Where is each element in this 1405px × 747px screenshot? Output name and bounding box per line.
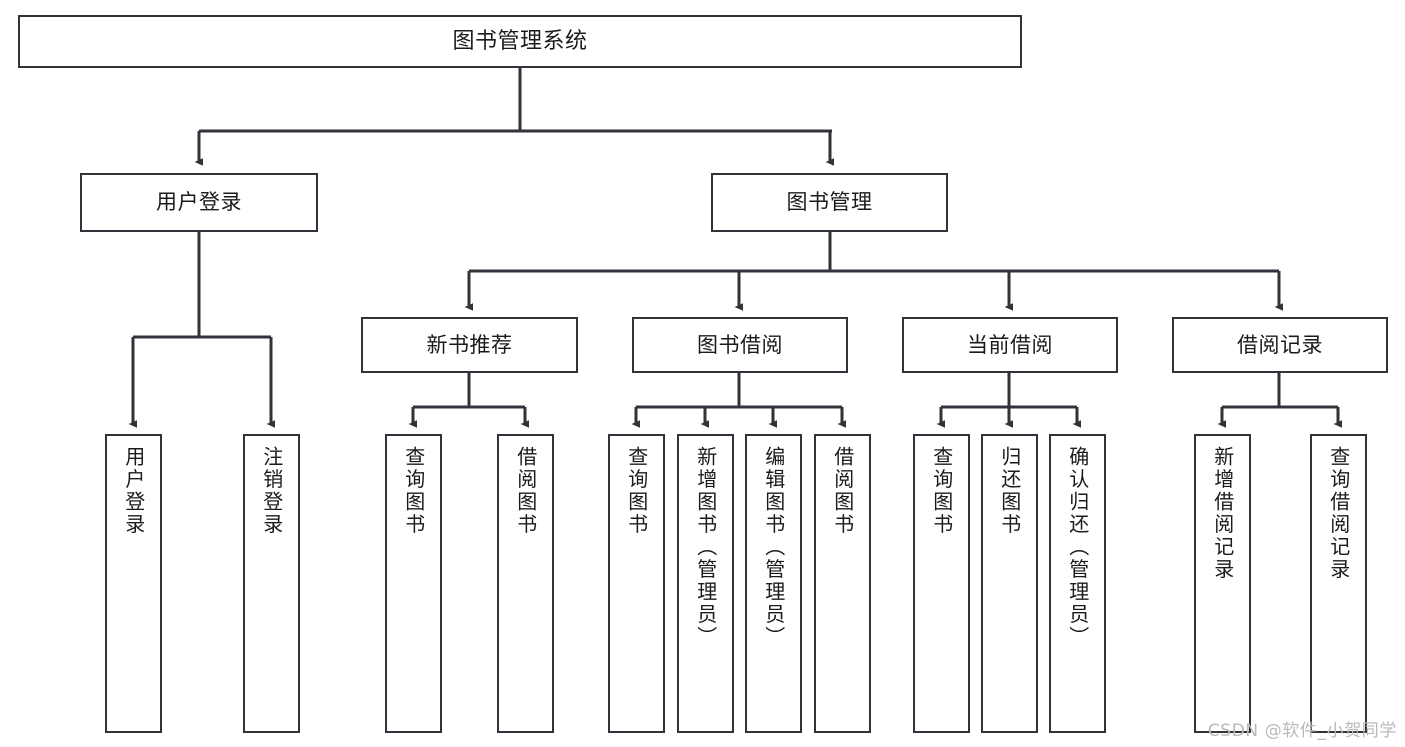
node-leaf-query-book-2[interactable]: 查询图书 <box>608 434 665 733</box>
node-current-borrow[interactable]: 当前借阅 <box>902 317 1118 373</box>
node-leaf-add-record[interactable]: 新增借阅记录 <box>1194 434 1251 733</box>
node-leaf-user-login[interactable]: 用户登录 <box>105 434 162 733</box>
node-leaf-borrow-book-1-label: 借阅图书 <box>513 446 538 536</box>
node-current-borrow-label: 当前借阅 <box>967 332 1053 357</box>
node-new-book-recommend-label: 新书推荐 <box>426 332 513 357</box>
node-borrow-record-label: 借阅记录 <box>1237 332 1323 357</box>
node-leaf-query-book-1[interactable]: 查询图书 <box>385 434 442 733</box>
node-leaf-confirm-return-label: 确认归还（管理员） <box>1065 446 1090 649</box>
node-leaf-edit-book-label: 编辑图书（管理员） <box>761 446 786 649</box>
node-book-manage[interactable]: 图书管理 <box>711 173 948 232</box>
node-leaf-user-logout[interactable]: 注销登录 <box>243 434 300 733</box>
node-leaf-add-book[interactable]: 新增图书（管理员） <box>677 434 734 733</box>
node-book-borrow-label: 图书借阅 <box>697 332 783 357</box>
node-leaf-add-record-label: 新增借阅记录 <box>1210 446 1235 581</box>
node-leaf-confirm-return[interactable]: 确认归还（管理员） <box>1049 434 1106 733</box>
node-leaf-query-book-3-label: 查询图书 <box>929 446 954 536</box>
node-user-login[interactable]: 用户登录 <box>80 173 318 232</box>
node-leaf-borrow-book-2[interactable]: 借阅图书 <box>814 434 871 733</box>
node-leaf-query-book-2-label: 查询图书 <box>624 446 649 536</box>
node-leaf-query-book-3[interactable]: 查询图书 <box>913 434 970 733</box>
node-book-manage-label: 图书管理 <box>786 190 873 215</box>
node-leaf-user-logout-label: 注销登录 <box>259 446 284 536</box>
node-leaf-query-record-label: 查询借阅记录 <box>1326 446 1351 581</box>
node-leaf-borrow-book-2-label: 借阅图书 <box>830 446 855 536</box>
node-user-login-label: 用户登录 <box>156 190 242 215</box>
node-root-label: 图书管理系统 <box>452 28 588 54</box>
node-root-system[interactable]: 图书管理系统 <box>18 15 1022 68</box>
node-leaf-add-book-label: 新增图书（管理员） <box>693 446 718 649</box>
node-leaf-edit-book[interactable]: 编辑图书（管理员） <box>745 434 802 733</box>
node-leaf-user-login-label: 用户登录 <box>121 446 146 536</box>
node-book-borrow[interactable]: 图书借阅 <box>632 317 848 373</box>
node-leaf-query-record[interactable]: 查询借阅记录 <box>1310 434 1367 733</box>
node-leaf-borrow-book-1[interactable]: 借阅图书 <box>497 434 554 733</box>
node-borrow-record[interactable]: 借阅记录 <box>1172 317 1388 373</box>
node-new-book-recommend[interactable]: 新书推荐 <box>361 317 578 373</box>
node-leaf-return-book[interactable]: 归还图书 <box>981 434 1038 733</box>
node-leaf-return-book-label: 归还图书 <box>997 446 1022 536</box>
node-leaf-query-book-1-label: 查询图书 <box>401 446 426 536</box>
